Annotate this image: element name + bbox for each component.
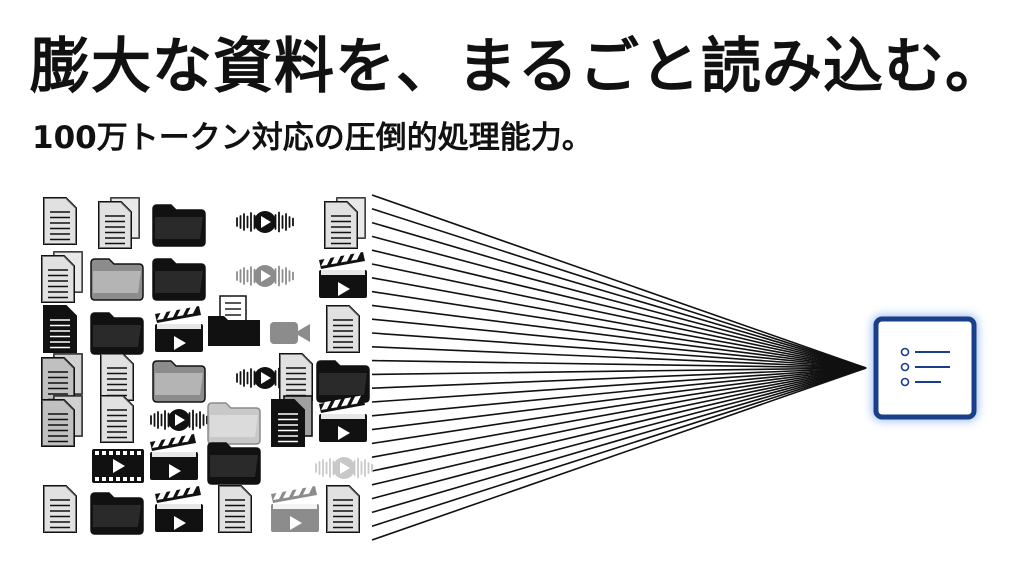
document-icon: [100, 353, 134, 401]
funnel-line: [371, 304, 867, 369]
funnel-line: [371, 346, 867, 369]
document-icon: [218, 485, 252, 533]
video-clapper-icon: [155, 305, 203, 352]
audio-waveform-icon: [315, 457, 373, 479]
headline: 膨大な資料を、まるごと読み込む。: [30, 32, 1006, 102]
funnel-line: [371, 367, 867, 389]
subheadline: 100万トークン対応の圧倒的処理能力。: [32, 120, 593, 156]
funnel-line: [371, 332, 867, 369]
document-icon: [43, 485, 77, 533]
source-icon-grid: [41, 197, 373, 535]
video-clapper-icon: [155, 485, 203, 532]
funnel-line: [371, 277, 867, 369]
funnel-line: [371, 194, 867, 369]
documents-icon: [41, 353, 83, 405]
audio-waveform-icon: [150, 409, 208, 431]
video-clapper-icon: [271, 485, 319, 532]
funnel-line: [371, 359, 867, 369]
funnel-lines: [371, 194, 867, 541]
folder-icon: [90, 492, 144, 535]
folder-icon: [152, 360, 206, 403]
funnel-line: [371, 367, 867, 472]
folder-document-icon: [208, 295, 260, 346]
funnel-line: [371, 367, 867, 541]
target-document: [873, 316, 977, 420]
funnel-line: [371, 367, 867, 417]
funnel-line: [371, 318, 867, 369]
documents-icon: [324, 197, 366, 249]
folder-icon: [207, 402, 261, 445]
funnel-line: [371, 290, 867, 369]
funnel-line: [371, 367, 867, 500]
document-icon: [43, 197, 77, 245]
funnel-line: [371, 208, 867, 369]
documents-icon: [98, 197, 140, 249]
document-icon: [326, 485, 360, 533]
documents-icon: [271, 395, 313, 447]
funnel-line: [371, 367, 867, 376]
funnel-line: [371, 221, 867, 369]
document-icon: [100, 395, 134, 443]
folder-icon: [90, 312, 144, 355]
video-clapper-icon: [319, 251, 367, 298]
document-icon: [326, 305, 360, 353]
funnel-line: [371, 249, 867, 369]
funnel-line: [371, 367, 867, 458]
list-document-icon: [900, 347, 950, 387]
document-icon: [43, 305, 77, 353]
funnel-line: [371, 235, 867, 369]
funnel-line: [371, 367, 867, 431]
funnel-line: [371, 263, 867, 369]
folder-icon: [207, 442, 261, 485]
funnel-line: [371, 367, 867, 527]
funnel-line: [371, 367, 867, 486]
documents-icon: [41, 251, 83, 303]
folder-icon: [152, 258, 206, 301]
video-clapper-icon: [319, 395, 367, 442]
folder-icon: [152, 204, 206, 247]
audio-waveform-icon: [236, 265, 294, 287]
documents-icon: [41, 395, 83, 447]
document-icon: [279, 353, 313, 401]
video-clapper-icon: [150, 433, 198, 480]
funnel-line: [371, 367, 867, 403]
funnel-line: [371, 367, 867, 514]
folder-icon: [316, 360, 370, 403]
folder-icon: [90, 258, 144, 301]
video-film-icon: [92, 449, 144, 483]
audio-waveform-icon: [236, 211, 294, 233]
funnel-line: [371, 367, 867, 445]
video-camera-icon: [270, 322, 310, 344]
